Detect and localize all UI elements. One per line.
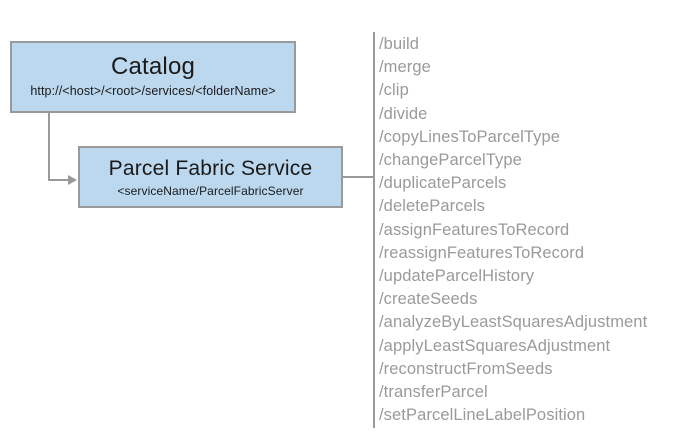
- catalog-node: Catalog http://<host>/<root>/services/<f…: [10, 41, 296, 113]
- operation-item: /analyzeByLeastSquaresAdjustment: [379, 313, 648, 332]
- vertical-divider: [373, 32, 375, 428]
- operation-item: /transferParcel: [379, 383, 488, 402]
- connector-horizontal-segment: [48, 179, 70, 181]
- operations-list: /build/merge/clip/divide/copyLinesToParc…: [379, 33, 684, 427]
- operation-item: /reassignFeaturesToRecord: [379, 243, 585, 262]
- operation-item: /createSeeds: [379, 290, 478, 309]
- operation-item: /assignFeaturesToRecord: [379, 220, 570, 239]
- operation-item: /duplicateParcels: [379, 174, 507, 193]
- parcel-fabric-service-node: Parcel Fabric Service <serviceName/Parce…: [78, 146, 343, 208]
- service-node-subtitle: <serviceName/ParcelFabricServer: [117, 183, 304, 198]
- operation-item: /build: [379, 35, 420, 53]
- connector-vertical-segment: [48, 113, 50, 181]
- operation-item: /copyLinesToParcelType: [379, 127, 561, 146]
- catalog-node-subtitle: http://<host>/<root>/services/<folderNam…: [30, 84, 276, 98]
- operation-item: /deleteParcels: [379, 197, 485, 216]
- operation-item: /clip: [379, 81, 409, 100]
- operation-item: /reconstructFromSeeds: [379, 359, 553, 378]
- operation-item: /changeParcelType: [379, 151, 522, 170]
- operation-item: /setParcelLineLabelPosition: [379, 406, 586, 425]
- operation-item: /divide: [379, 104, 428, 123]
- service-node-title: Parcel Fabric Service: [108, 156, 313, 180]
- catalog-node-title: Catalog: [110, 53, 196, 80]
- operation-item: /applyLeastSquaresAdjustment: [379, 336, 611, 355]
- arrowhead-icon: [68, 175, 77, 185]
- operation-item: /merge: [379, 58, 431, 77]
- operation-item: /updateParcelHistory: [379, 267, 535, 286]
- connector-service-to-divider: [343, 176, 374, 178]
